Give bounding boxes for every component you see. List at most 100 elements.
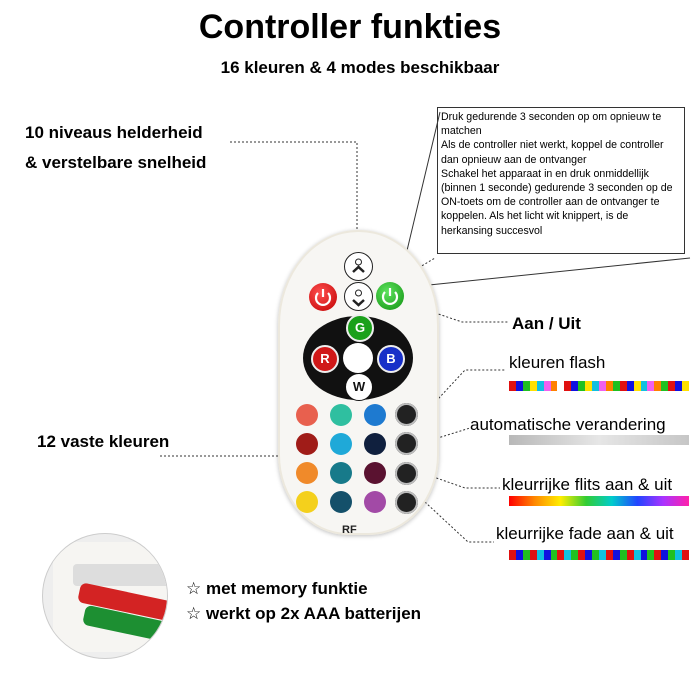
stripe-segment	[682, 381, 689, 391]
pairing-note: Druk gedurende 3 seconden op om opnieuw …	[437, 107, 685, 254]
white-button[interactable]: W	[345, 373, 373, 401]
colorful-fade-label: kleurrijke fade aan & uit	[496, 524, 674, 543]
stripe-segment	[550, 381, 558, 391]
brightness-down-button[interactable]	[344, 282, 373, 311]
power-off-button[interactable]	[309, 283, 337, 311]
stripe-segment	[536, 381, 544, 391]
color-button[interactable]	[330, 491, 352, 513]
fade-color-stripe	[509, 550, 689, 560]
auto-change-stripe	[509, 435, 689, 445]
color-button[interactable]	[296, 404, 318, 426]
stripe-segment	[522, 550, 530, 560]
stripe-segment	[578, 381, 586, 391]
brightness-down-icon	[352, 289, 365, 307]
blue-button[interactable]: B	[377, 345, 405, 373]
feature-memory: ☆ met memory funktie	[186, 579, 368, 598]
note-line-3: Schakel het apparaat in en druk onmiddel…	[441, 167, 673, 237]
stripe-segment	[640, 381, 648, 391]
stripe-segment	[585, 381, 593, 391]
stripe-segment	[543, 550, 551, 560]
power-icon	[381, 288, 399, 305]
stripe-segment	[612, 550, 620, 560]
colorful-flash-stripe	[509, 496, 689, 506]
page-subtitle: 16 kleuren & 4 modes beschikbaar	[220, 58, 500, 77]
stripe-segment	[585, 550, 593, 560]
stripe-segment	[592, 381, 599, 391]
note-line-2: Als de controller niet werkt, koppel de …	[441, 139, 664, 166]
mode-flash-button[interactable]	[395, 403, 418, 426]
stripe-segment	[647, 381, 655, 391]
stripe-segment	[675, 381, 683, 391]
power-on-button[interactable]	[376, 282, 404, 310]
stripe-segment	[557, 381, 565, 391]
color-button[interactable]	[330, 433, 352, 455]
green-button[interactable]: G	[346, 314, 374, 342]
stripe-segment	[626, 550, 634, 560]
stripe-segment	[633, 381, 641, 391]
stripe-segment	[605, 550, 613, 560]
stripe-segment	[612, 381, 620, 391]
stripe-segment	[619, 381, 627, 391]
stripe-segment	[564, 550, 572, 560]
stripe-segment	[571, 381, 579, 391]
brightness-label-line1: 10 niveaus helderheid	[25, 123, 203, 142]
color-button[interactable]	[330, 404, 352, 426]
color-button[interactable]	[364, 404, 386, 426]
stripe-segment	[668, 550, 676, 560]
fixed-colors-label: 12 vaste kleuren	[37, 432, 170, 451]
stripe-segment	[598, 550, 606, 560]
color-button[interactable]	[364, 491, 386, 513]
auto-change-label: automatische verandering	[470, 415, 666, 434]
star-icon: ☆	[186, 604, 202, 623]
color-button[interactable]	[364, 433, 386, 455]
star-icon: ☆	[186, 579, 202, 598]
stripe-segment	[661, 381, 669, 391]
stripe-segment	[654, 381, 662, 391]
mode-fade-button[interactable]	[395, 491, 418, 514]
feature-battery: ☆ werkt op 2x AAA batterijen	[186, 604, 422, 623]
color-button[interactable]	[296, 462, 318, 484]
stripe-segment	[557, 550, 565, 560]
stripe-segment	[633, 550, 641, 560]
mode-colorful-flash-button[interactable]	[395, 462, 418, 485]
color-button[interactable]	[330, 462, 352, 484]
stripe-segment	[675, 550, 683, 560]
mode-auto-button[interactable]	[395, 432, 418, 455]
red-button[interactable]: R	[311, 345, 339, 373]
page-title: Controller funkties	[198, 8, 502, 46]
stripe-segment	[640, 550, 648, 560]
stripe-segment	[647, 550, 655, 560]
stripe-segment	[626, 381, 634, 391]
brightness-up-icon	[352, 258, 365, 273]
stripe-segment	[598, 381, 606, 391]
color-button[interactable]	[296, 433, 318, 455]
rf-logo: RF	[342, 524, 357, 536]
stripe-segment	[529, 550, 537, 560]
brightness-up-button[interactable]	[344, 252, 373, 281]
color-button[interactable]	[364, 462, 386, 484]
stripe-segment	[592, 550, 599, 560]
stripe-segment	[564, 381, 572, 391]
color-button[interactable]	[296, 491, 318, 513]
stripe-segment	[522, 381, 530, 391]
stripe-segment	[578, 550, 586, 560]
stripe-segment	[515, 381, 523, 391]
battery-photo	[42, 533, 168, 659]
stripe-segment	[571, 550, 579, 560]
flash-color-stripe	[509, 381, 689, 391]
stripe-segment	[654, 550, 662, 560]
stripe-segment	[509, 550, 516, 560]
power-label: Aan / Uit	[512, 314, 581, 333]
stripe-segment	[509, 381, 516, 391]
stripe-segment	[536, 550, 544, 560]
flash-label: kleuren flash	[509, 353, 606, 372]
stripe-segment	[682, 550, 689, 560]
white-center-button[interactable]	[343, 343, 373, 373]
colorful-flash-label: kleurrijke flits aan & uit	[502, 475, 673, 494]
stripe-segment	[668, 381, 676, 391]
power-icon	[314, 289, 332, 306]
brightness-label-line2: & verstelbare snelheid	[25, 153, 207, 172]
stripe-segment	[661, 550, 669, 560]
stripe-segment	[515, 550, 523, 560]
stripe-segment	[619, 550, 627, 560]
